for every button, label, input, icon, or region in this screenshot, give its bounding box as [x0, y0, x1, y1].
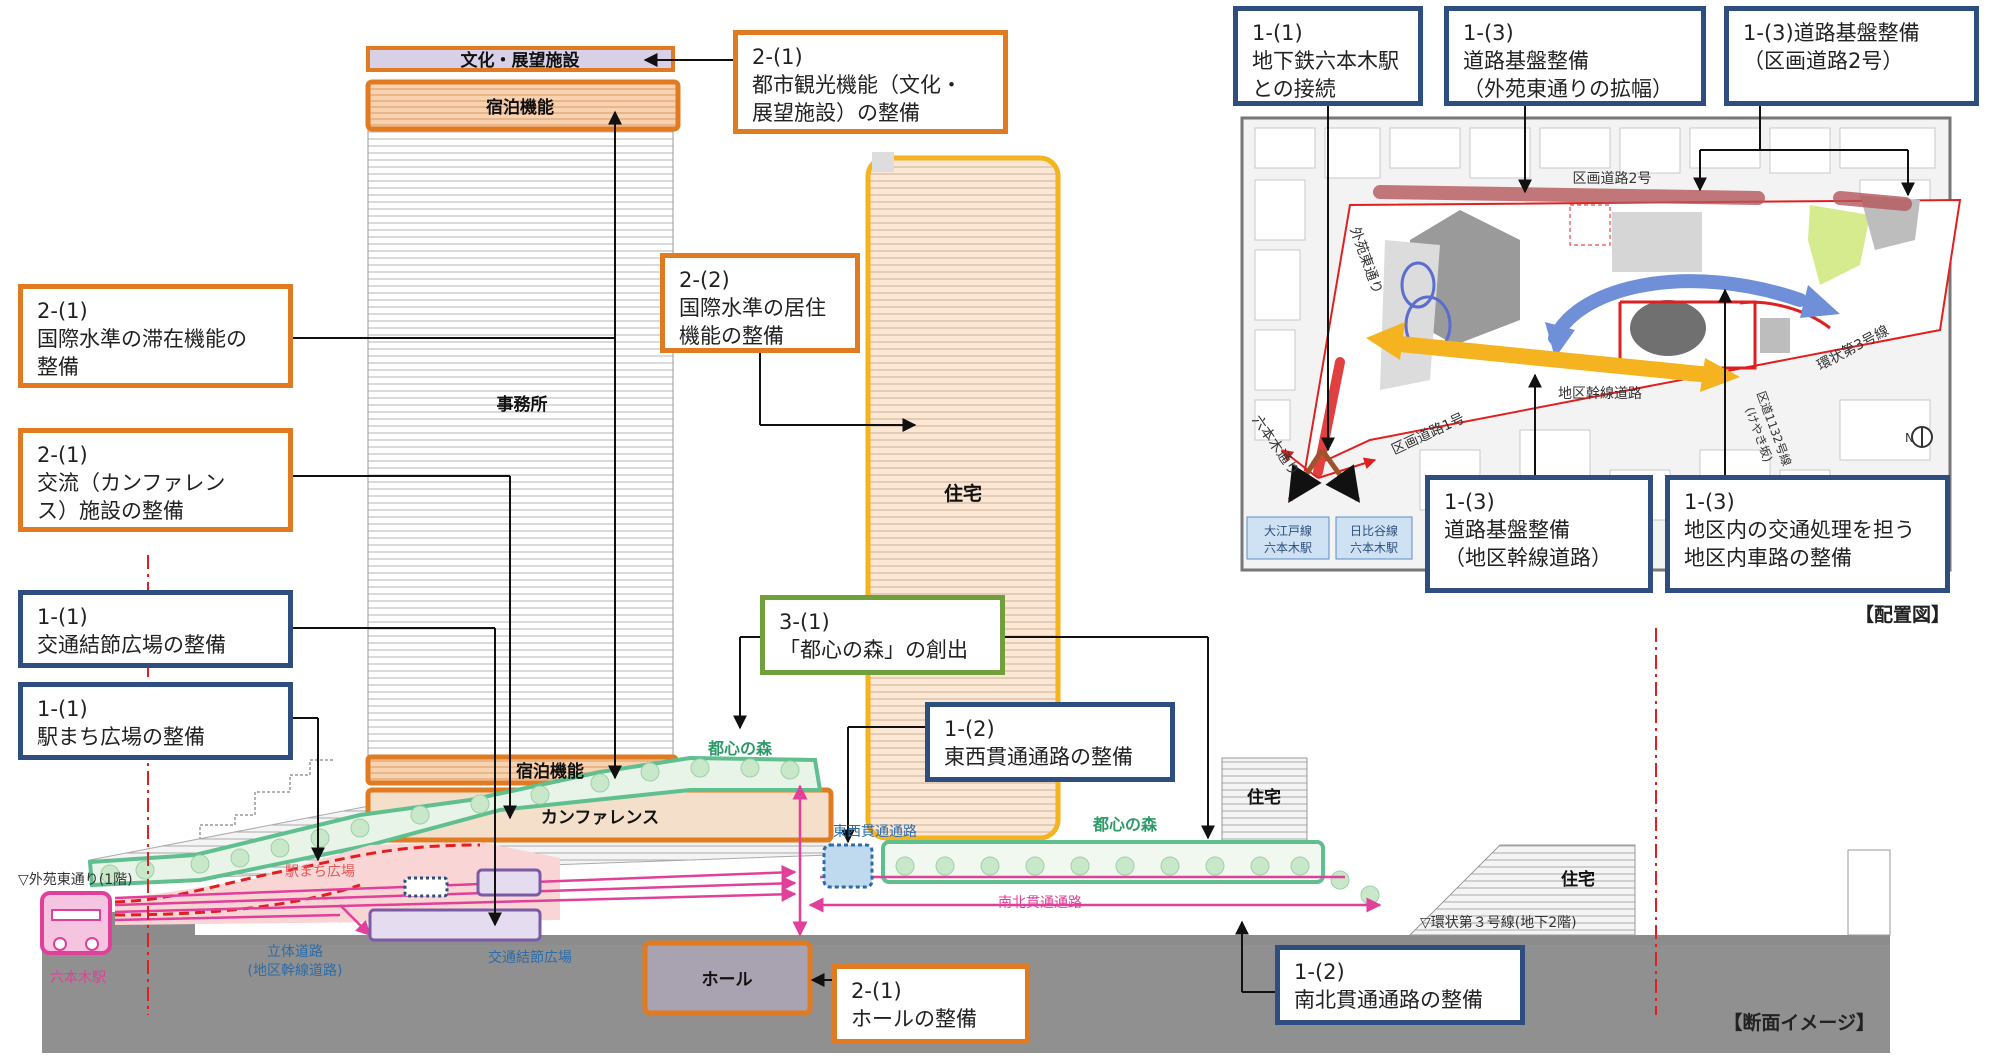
- callout-south-north-line1: 南北貫通通路の整備: [1294, 986, 1506, 1014]
- hotel-low-label: 宿泊機能: [516, 761, 584, 782]
- callout-stay-line1: 国際水準の滞在機能の: [37, 325, 274, 353]
- residence-tower-label: 住宅: [944, 482, 982, 505]
- east-west-passage-label: 東西貫通通路: [833, 824, 917, 840]
- callout-trunk-road: 1-(3) 道路基盤整備 （地区幹線道路）: [1425, 475, 1653, 593]
- forest-left-label: 都心の森: [707, 739, 773, 758]
- callout-road2-line1: 1-(3)道路基盤整備: [1743, 19, 1960, 47]
- main-tower: [368, 120, 673, 760]
- callout-forest-code: 3-(1): [779, 608, 986, 636]
- east-west-passage-node: [824, 845, 872, 887]
- elevated-road-box: [405, 878, 447, 896]
- callout-east-west-passage: 1-(2) 東西貫通通路の整備: [925, 702, 1175, 782]
- residence-far-right-label: 住宅: [1561, 869, 1595, 890]
- hall-label: ホール: [702, 970, 753, 990]
- callout-stay-line2: 整備: [37, 353, 274, 381]
- callout-transport-node-code: 1-(1): [37, 603, 274, 631]
- callout-trunk-line2: （地区幹線道路）: [1444, 544, 1634, 572]
- callout-residence: 2-(2) 国際水準の居住 機能の整備: [660, 253, 860, 353]
- station-oedo-line1: 大江戸線: [1264, 523, 1312, 538]
- gaien-street-label: ▽外苑東通り(1階): [18, 872, 133, 888]
- callout-exchange-line1: 交流（カンファレン: [37, 469, 274, 497]
- hotel-top-label: 宿泊機能: [486, 97, 554, 118]
- callout-exchange-line2: ス）施設の整備: [37, 497, 274, 525]
- callout-transport-node: 1-(1) 交通結節広場の整備: [18, 590, 293, 668]
- conference-label: カンファレンス: [541, 808, 659, 828]
- callout-internal-line1: 地区内の交通処理を担う: [1684, 516, 1931, 544]
- callout-hall-line1: ホールの整備: [851, 1005, 1011, 1033]
- callout-gaien-widening: 1-(3) 道路基盤整備 （外苑東通りの拡幅）: [1444, 6, 1706, 106]
- transport-plaza-label: 交通結節広場: [488, 949, 572, 966]
- callout-gaien-line1: 道路基盤整備: [1463, 47, 1687, 75]
- culture-observation-label: 文化・展望施設: [461, 50, 581, 71]
- south-north-passage-label: 南北貫通通路: [998, 895, 1082, 911]
- far-right-building: [1848, 850, 1890, 935]
- callout-exchange-code: 2-(1): [37, 441, 274, 469]
- callout-transport-node-line1: 交通結節広場の整備: [37, 631, 274, 659]
- callout-residence-line1: 国際水準の居住: [679, 294, 841, 322]
- callout-stay: 2-(1) 国際水準の滞在機能の 整備: [18, 284, 293, 388]
- callout-gaien-line2: （外苑東通りの拡幅）: [1463, 75, 1687, 103]
- map-north-label: N: [1905, 431, 1914, 445]
- station-hibiya-line1: 日比谷線: [1350, 523, 1398, 538]
- callout-stay-code: 2-(1): [37, 297, 274, 325]
- callout-station-plaza-line1: 駅まち広場の整備: [37, 723, 274, 751]
- callout-subway-code: 1-(1): [1252, 19, 1404, 47]
- roppongi-station-label: 六本木駅: [50, 970, 106, 986]
- layout-map-caption: 【配置図】: [1830, 600, 1950, 627]
- callout-residence-line2: 機能の整備: [679, 322, 841, 350]
- callout-south-north-passage: 1-(2) 南北貫通通路の整備: [1275, 945, 1525, 1025]
- transport-plaza-lower: [370, 910, 540, 940]
- transport-plaza-upper: [478, 870, 540, 895]
- callout-subway-line2: との接続: [1252, 75, 1404, 103]
- callout-residence-code: 2-(2): [679, 266, 841, 294]
- callout-tourism: 2-(1) 都市観光機能（文化・ 展望施設）の整備: [733, 30, 1008, 134]
- station-plaza-label: 駅まち広場: [285, 864, 355, 880]
- callout-tourism-line1: 都市観光機能（文化・: [752, 71, 989, 99]
- kanjo3-label: ▽環状第３号線(地下2階): [1420, 914, 1577, 931]
- forest-right-label: 都心の森: [1092, 815, 1158, 834]
- callout-forest-line1: 「都心の森」の創出: [779, 636, 986, 664]
- station-hibiya-line2: 六本木駅: [1350, 541, 1398, 555]
- map-road2-label: 区画道路2号: [1573, 171, 1652, 187]
- callout-road2: 1-(3)道路基盤整備 （区画道路2号）: [1724, 6, 1979, 106]
- callout-internal-line2: 地区内車路の整備: [1684, 544, 1931, 572]
- residential-tower-top: [872, 152, 894, 172]
- map-trunk-label: 地区幹線道路: [1558, 385, 1642, 402]
- elevated-road-label-1: 立体道路: [267, 944, 323, 960]
- callout-road2-line2: （区画道路2号）: [1743, 47, 1960, 75]
- callout-tourism-line2: 展望施設）の整備: [752, 99, 989, 127]
- callout-station-plaza: 1-(1) 駅まち広場の整備: [18, 682, 293, 760]
- roppongi-station-box: [42, 893, 110, 953]
- callout-forest: 3-(1) 「都心の森」の創出: [760, 595, 1005, 675]
- callout-internal-road: 1-(3) 地区内の交通処理を担う 地区内車路の整備: [1665, 475, 1950, 593]
- section-caption: 【断面イメージ】: [1700, 1008, 1875, 1035]
- callout-east-west-code: 1-(2): [944, 715, 1156, 743]
- callout-hall: 2-(1) ホールの整備: [832, 964, 1030, 1044]
- callout-station-plaza-code: 1-(1): [37, 695, 274, 723]
- office-label: 事務所: [497, 394, 548, 415]
- elevated-road-label-2: (地区幹線道路): [248, 962, 343, 979]
- station-oedo-line2: 六本木駅: [1264, 541, 1312, 555]
- callout-east-west-line1: 東西貫通通路の整備: [944, 743, 1156, 771]
- callout-south-north-code: 1-(2): [1294, 958, 1506, 986]
- callout-subway: 1-(1) 地下鉄六本木駅 との接続: [1233, 6, 1423, 106]
- callout-gaien-code: 1-(3): [1463, 19, 1687, 47]
- callout-exchange: 2-(1) 交流（カンファレン ス）施設の整備: [18, 428, 293, 532]
- callout-trunk-code: 1-(3): [1444, 488, 1634, 516]
- callout-trunk-line1: 道路基盤整備: [1444, 516, 1634, 544]
- callout-internal-code: 1-(3): [1684, 488, 1931, 516]
- callout-tourism-code: 2-(1): [752, 43, 989, 71]
- residence-right-label: 住宅: [1247, 787, 1281, 808]
- callout-hall-code: 2-(1): [851, 977, 1011, 1005]
- callout-subway-line1: 地下鉄六本木駅: [1252, 47, 1404, 75]
